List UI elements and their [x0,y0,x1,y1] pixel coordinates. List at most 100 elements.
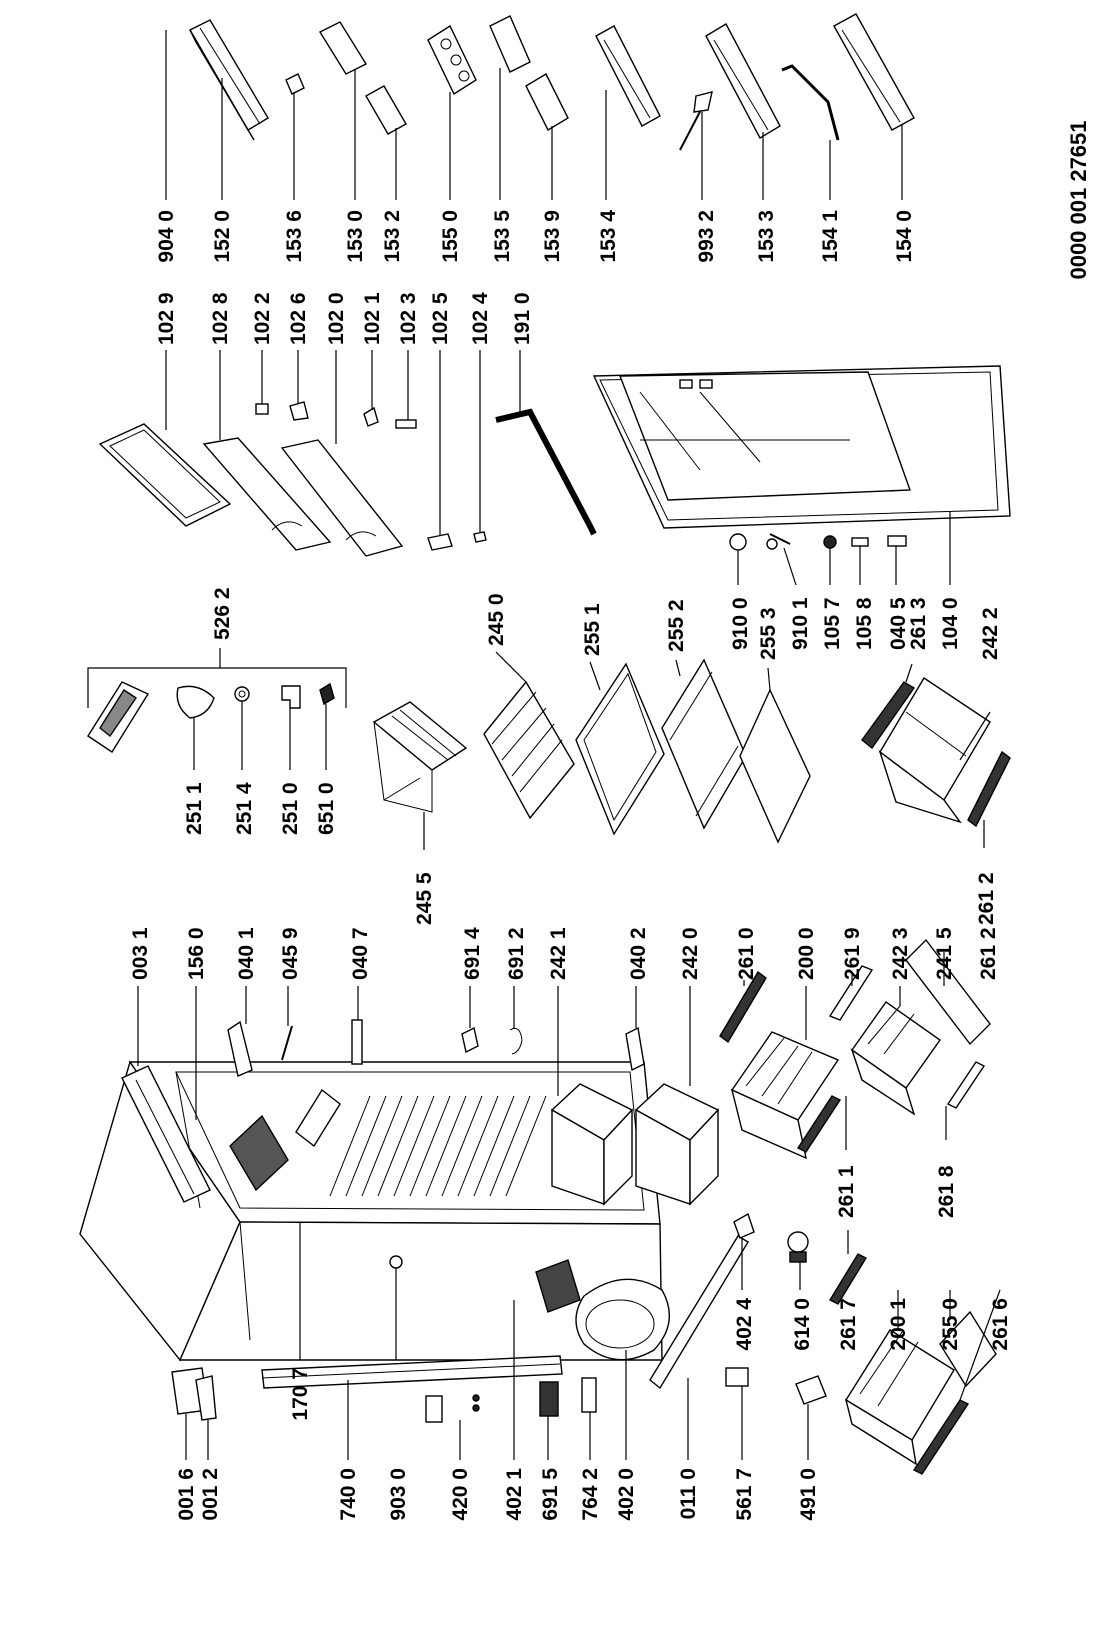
label-242-1: 242 1 [547,927,570,980]
part-153-3-door-tray [705,23,781,200]
label-242-3: 242 3 [889,927,912,980]
document-id: 0000 001 27651 [1066,120,1091,279]
part-102-8-lid-plate [202,350,332,551]
label-261-1: 261 1 [835,1165,858,1218]
label-153-4: 153 4 [597,210,620,263]
part-903-0-knob [389,1255,403,1360]
part-154-1-rail [781,64,840,200]
part-011-0-base-rail [649,1235,749,1460]
part-102-2-knob [255,350,269,415]
part-102-9-lid-frame [98,350,232,527]
label-105-7: 105 7 [821,597,844,650]
part-153-2-compartment [365,85,407,200]
part-153-0-compartment [319,21,367,200]
part-242-3-drawer [850,986,941,1116]
part-155-0-egg-tray [427,24,477,200]
label-003-1: 003 1 [129,927,152,980]
label-102-3: 102 3 [397,292,420,345]
label-526-2: 526 2 [211,587,234,640]
label-402-0: 402 0 [615,1468,638,1521]
part-154-0-door-tray [833,13,915,200]
label-102-8: 102 8 [209,292,232,345]
label-102-9: 102 9 [155,292,178,345]
label-251-1: 251 1 [183,782,206,835]
label-261-0: 261 0 [735,927,758,980]
part-251-0-block [281,685,301,770]
part-040-1-hinge [227,986,253,1077]
part-102-3-slide [395,350,417,429]
label-764-2: 764 2 [579,1468,602,1521]
label-261-7: 261 7 [837,1298,860,1351]
part-261-8-strip [945,1061,986,1140]
label-045-9: 045 9 [279,927,302,980]
part-153-4-bottle-tray [595,25,661,200]
label-170-7: 170 7 [289,1368,312,1421]
label-200-1: 200 1 [887,1298,910,1351]
part-045-9-screw [281,986,293,1061]
part-105-7-screw [823,535,837,585]
label-904-0: 904 0 [155,210,178,263]
label-102-1: 102 1 [361,292,384,345]
part-102-4-tag [473,350,487,543]
part-245-5-wire-basket [372,701,468,850]
part-152-0-door-tray [189,19,269,200]
label-105-8: 105 8 [853,597,876,650]
shelves-group [372,533,1011,850]
third-row-labels: 526 2 245 0 255 1 255 2 910 0 255 3 910 … [183,587,1002,925]
door-accessories [165,13,915,200]
second-row-labels: 102 9 102 8 102 2 102 6 102 0 102 1 102 … [155,292,534,345]
label-242-2: 242 2 [979,607,1002,660]
part-153-5-small-tray [489,15,531,200]
label-420-0: 420 0 [449,1468,472,1521]
label-102-2: 102 2 [251,292,274,345]
part-993-2-tool [679,91,713,200]
part-251-1-scoop [176,685,215,770]
label-261-8: 261 8 [935,1165,958,1218]
part-003-1-cover [121,986,211,1203]
part-255-0-glass [939,1290,997,1388]
label-153-0: 153 0 [344,210,367,263]
label-040-7: 040 7 [349,927,372,980]
part-255-3-glass-insert [739,667,811,844]
label-001-6: 001 6 [175,1468,198,1521]
label-255-1: 255 1 [581,603,604,656]
label-156-0: 156 0 [185,927,208,980]
part-526-2-kit [87,648,347,770]
cabinet-upper-labels: 003 1 156 0 040 1 045 9 040 7 691 4 691 … [129,927,1000,980]
part-651-0-pin [319,682,335,770]
part-691-4-clip [461,986,479,1054]
label-993-2: 993 2 [695,210,718,263]
label-903-0: 903 0 [387,1468,410,1521]
label-102-6: 102 6 [287,292,310,345]
part-261-2-strip [967,750,1011,848]
label-740-0: 740 0 [337,1468,360,1521]
label-102-4: 102 4 [469,292,492,345]
label-691-5: 691 5 [539,1468,562,1521]
label-651-0: 651 0 [315,782,338,835]
part-102-6-bracket [289,350,309,421]
label-102-0: 102 0 [325,292,348,345]
label-561-7: 561 7 [733,1468,756,1521]
part-420-0-capacitor [425,1394,480,1460]
label-255-0: 255 0 [939,1298,962,1351]
label-153-5: 153 5 [491,210,514,263]
part-156-0-vent [195,986,289,1192]
label-261-9: 261 9 [841,927,864,980]
part-001-2-hinge [195,1375,217,1460]
part-242-1-drawer [550,986,634,1206]
part-691-2-hook [509,986,523,1055]
part-200-1-freezer-basket [844,1290,955,1466]
label-040-5: 040 5 [887,597,910,650]
part-261-7-strip [829,1230,867,1305]
part-251-4-ring [234,686,250,770]
label-402-4: 402 4 [733,1298,756,1351]
part-261-1-strip [796,1095,847,1153]
label-154-0: 154 0 [893,210,916,263]
part-245-0-wire-shelf [483,651,575,820]
label-191-0: 191 0 [511,292,534,345]
label-251-0: 251 0 [279,782,302,835]
label-241-5: 241 5 [933,927,956,980]
label-910-0: 910 0 [729,597,752,650]
label-245-0: 245 0 [485,593,508,646]
part-102-0-lid-plate [280,350,404,557]
